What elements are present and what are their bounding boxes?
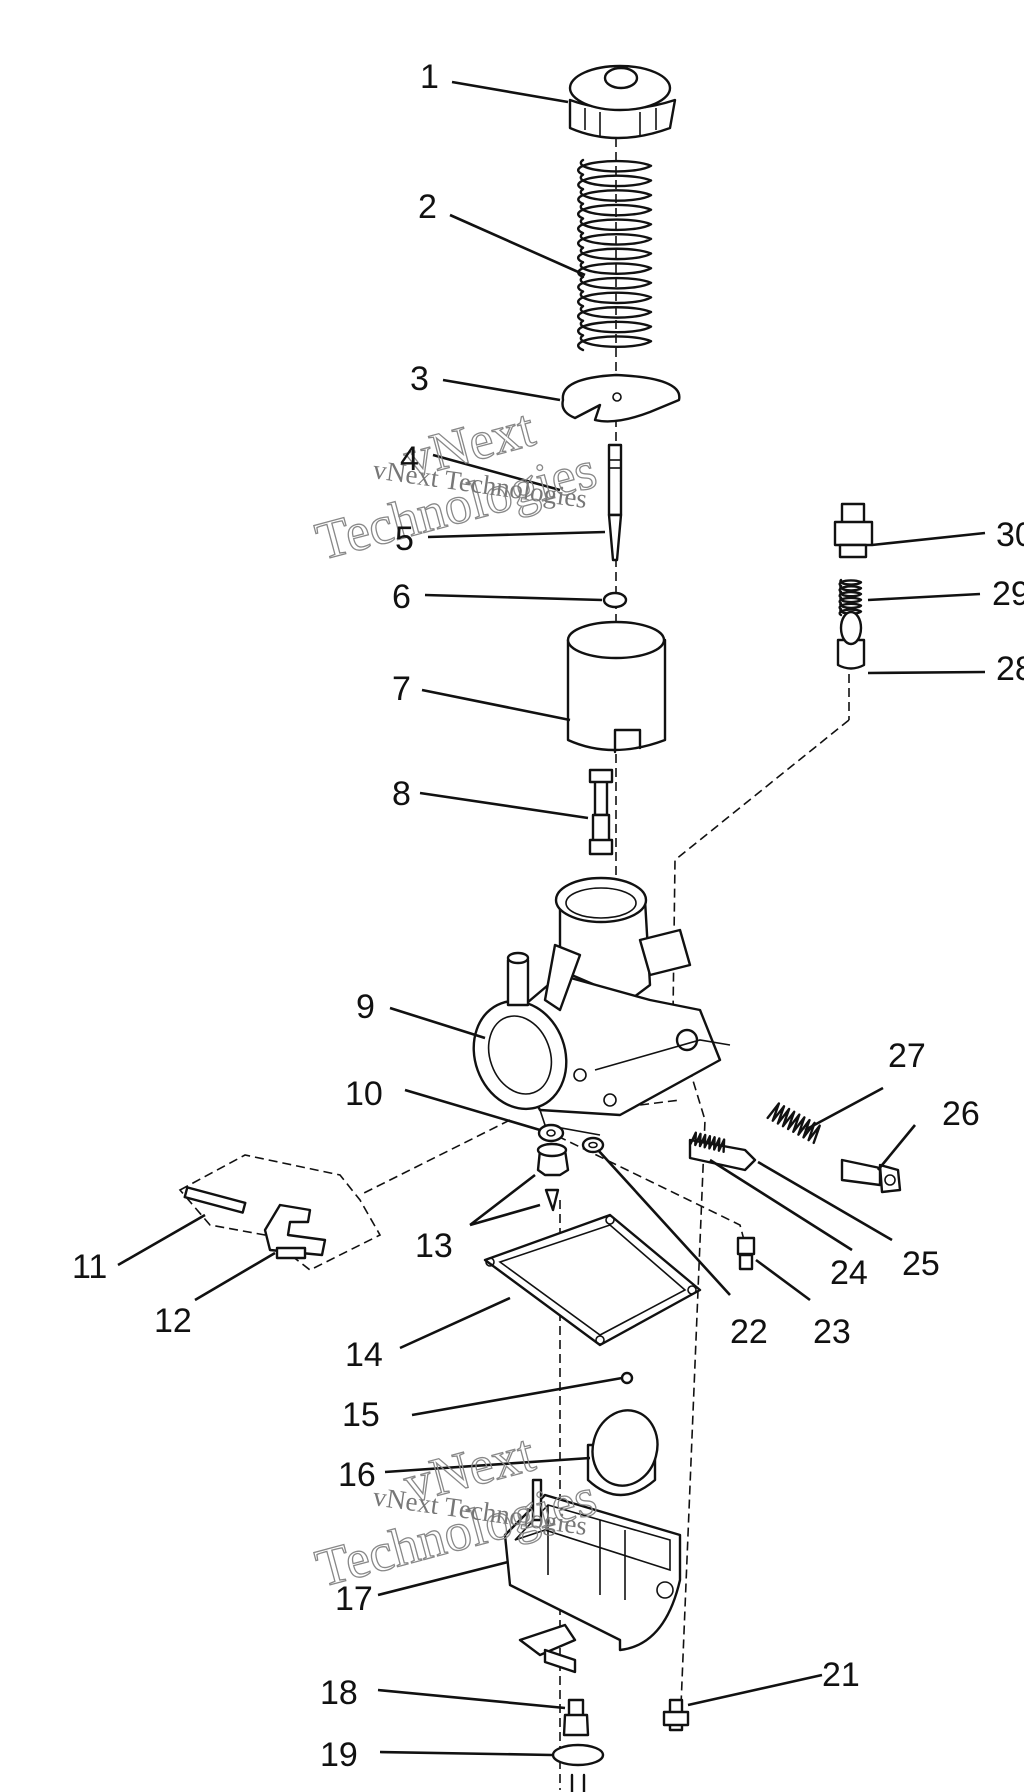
part-3-plate bbox=[561, 373, 681, 423]
part-8-needle-jet bbox=[588, 768, 614, 856]
watermark-upper: vNext Technologies vNext Technologies bbox=[309, 397, 603, 572]
part-2-spring bbox=[577, 158, 653, 352]
part-23-jet bbox=[736, 1236, 756, 1271]
callout-labels: 1 2 3 4 5 6 7 8 9 10 11 12 13 14 15 16 1… bbox=[72, 58, 1024, 1774]
callout-29: 29 bbox=[992, 575, 1024, 613]
part-19-o-ring bbox=[551, 1743, 605, 1767]
drain-stub bbox=[570, 1773, 586, 1792]
callout-18: 18 bbox=[320, 1674, 358, 1712]
part-6-clip bbox=[602, 591, 628, 609]
callout-2: 2 bbox=[418, 188, 437, 226]
callout-16: 16 bbox=[338, 1456, 376, 1494]
callout-9: 9 bbox=[356, 988, 375, 1026]
callout-7: 7 bbox=[392, 670, 411, 708]
callout-3: 3 bbox=[410, 360, 429, 398]
part-9-carburetor-body bbox=[472, 876, 731, 1136]
part-21-screw bbox=[662, 1698, 690, 1732]
part-17-float-bowl bbox=[503, 1478, 682, 1674]
part-22-washer bbox=[581, 1136, 605, 1154]
part-11-12-float bbox=[178, 1154, 382, 1271]
callout-14: 14 bbox=[345, 1336, 383, 1374]
callout-30: 30 bbox=[996, 516, 1024, 554]
callout-22: 22 bbox=[730, 1313, 768, 1351]
callout-25: 25 bbox=[902, 1245, 940, 1283]
part-13-float-valve bbox=[536, 1142, 570, 1212]
callout-6: 6 bbox=[392, 578, 411, 616]
callout-17: 17 bbox=[335, 1580, 373, 1618]
part-24-25-pilot-screw bbox=[688, 1131, 757, 1172]
callout-23: 23 bbox=[813, 1313, 851, 1351]
callout-11: 11 bbox=[72, 1248, 107, 1286]
part-14-gasket bbox=[483, 1213, 702, 1347]
part-4-5-needle bbox=[607, 443, 623, 562]
part-16-float bbox=[586, 1409, 659, 1497]
callout-24: 24 bbox=[830, 1254, 868, 1292]
part-1-cap bbox=[568, 64, 677, 140]
part-28-29-30-choke bbox=[833, 502, 874, 670]
part-10-washer bbox=[537, 1123, 565, 1143]
callout-28: 28 bbox=[996, 650, 1024, 688]
leader-lines bbox=[117, 80, 986, 1757]
part-15-ball bbox=[620, 1371, 634, 1385]
callout-19: 19 bbox=[320, 1736, 358, 1774]
callout-1: 1 bbox=[420, 58, 439, 96]
callout-4: 4 bbox=[400, 440, 419, 478]
callout-27: 27 bbox=[888, 1037, 926, 1075]
callout-10: 10 bbox=[345, 1075, 383, 1113]
part-7-slide bbox=[566, 620, 667, 754]
callout-21: 21 bbox=[822, 1656, 860, 1694]
callout-8: 8 bbox=[392, 775, 411, 813]
callout-26: 26 bbox=[942, 1095, 980, 1133]
part-18-drain-bolt bbox=[562, 1698, 590, 1737]
callout-13: 13 bbox=[415, 1227, 453, 1265]
callout-5: 5 bbox=[395, 520, 414, 558]
callout-15: 15 bbox=[342, 1396, 380, 1434]
callout-12: 12 bbox=[154, 1302, 192, 1340]
part-26-27-throttle-screw bbox=[766, 1102, 902, 1194]
